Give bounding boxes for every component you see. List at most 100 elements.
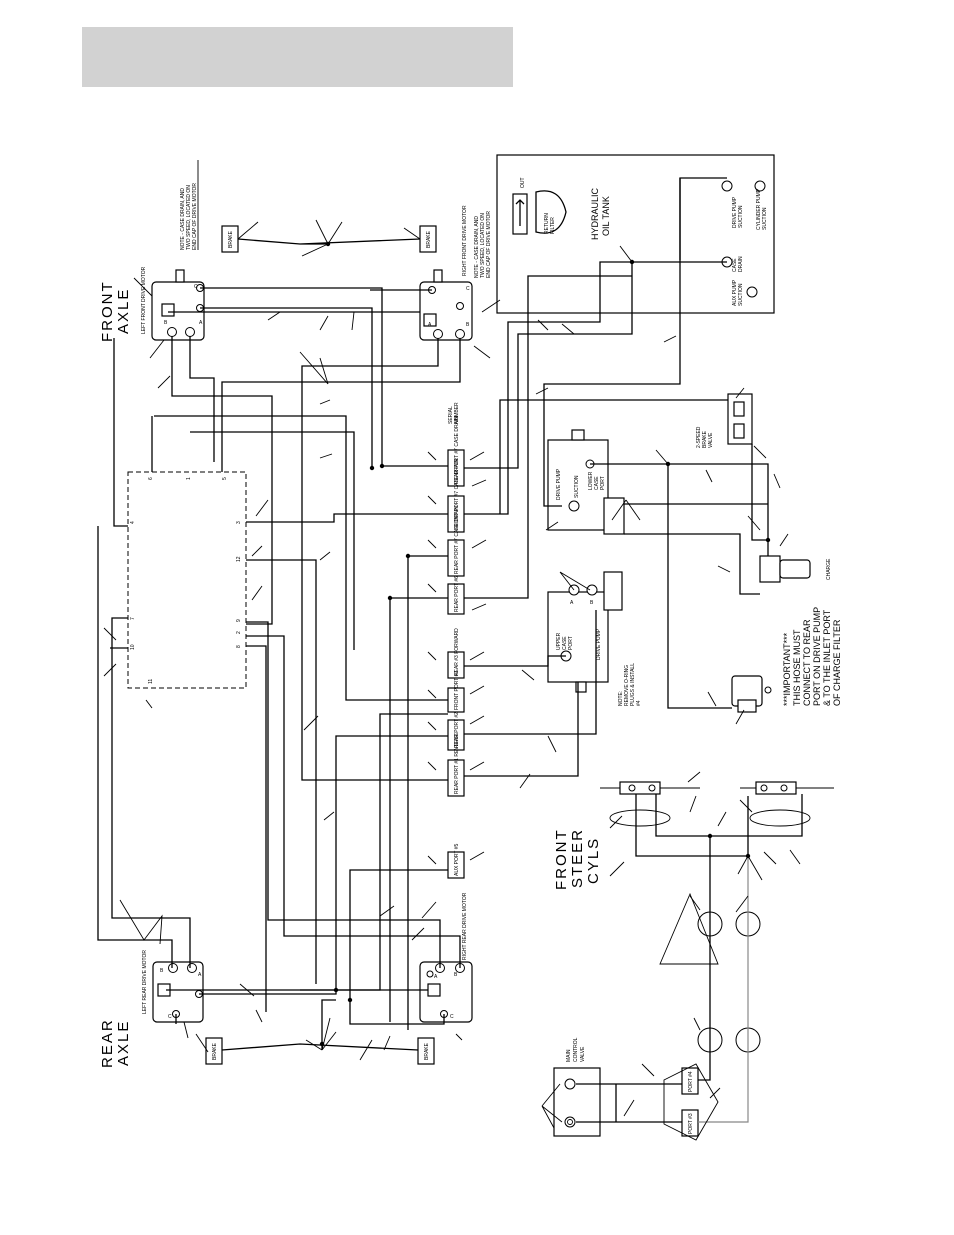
svg-text:SUCTION: SUCTION <box>738 283 744 306</box>
rear-axle-label-1: REAR <box>99 1018 116 1068</box>
svg-text:OIL TANK: OIL TANK <box>601 196 611 236</box>
svg-text:#4: #4 <box>636 700 642 706</box>
left-front-motor-label: LEFT FRONT DRIVE MOTOR <box>141 266 147 334</box>
port-block-4: REAR PORT #6 <box>447 576 465 615</box>
front-steer-label-3: CYLS <box>585 837 602 884</box>
right-rear-motor-label: RIGHT REAR DRIVE MOTOR <box>462 892 468 960</box>
svg-text:7: 7 <box>130 617 136 620</box>
serial-number-label: SERIAL NUMBER <box>448 402 460 424</box>
port-block-9: AUX PORT #5 <box>447 843 465 879</box>
port-block-7: REAR PORT #2 <box>447 712 465 751</box>
left-rear-drive-motor: B A C <box>152 961 204 1023</box>
oring-note: NOTE: REMOVE O-RING PLUGS & INSTALL #4 <box>618 663 642 706</box>
leader-lines <box>103 219 801 1129</box>
svg-text:3: 3 <box>236 521 242 524</box>
svg-text:C: C <box>194 284 198 290</box>
svg-text:4: 4 <box>130 521 136 524</box>
svg-text:CASE: CASE <box>594 476 600 490</box>
control-port-3: PORT #3 <box>681 1109 699 1137</box>
svg-text:A: A <box>428 322 432 328</box>
svg-text:B: B <box>164 320 168 326</box>
manifold-port-labels: 6 1 5 3 12 9 2 8 4 7 10 11 <box>130 477 242 684</box>
svg-text:OUT: OUT <box>520 177 526 188</box>
header-bar <box>82 27 513 87</box>
svg-text:END CAP OF DRIVE MOTOR: END CAP OF DRIVE MOTOR <box>192 183 198 250</box>
charge-filter: CHARGE <box>759 555 832 583</box>
hose-lines <box>97 177 803 1141</box>
front-steer-label-1: FRONT <box>553 828 570 890</box>
svg-text:6: 6 <box>148 477 154 480</box>
case-drain-note-front-left: NOTE - CASE DRAIN, AND TWO SPEED, LOCATE… <box>180 183 198 250</box>
svg-text:VALVE: VALVE <box>580 1046 586 1062</box>
brake-rear-right: BRAKE <box>417 1037 435 1065</box>
svg-text:PLUGS & INSTALL: PLUGS & INSTALL <box>630 663 636 706</box>
svg-text:***IMPORTANT***: ***IMPORTANT*** <box>782 632 792 706</box>
svg-text:HYDRAULIC: HYDRAULIC <box>590 187 600 240</box>
port-block-3: REAR PORT #7 CASE DRAIN <box>447 506 465 577</box>
svg-text:TWO SPEED, LOCATED ON: TWO SPEED, LOCATED ON <box>186 185 192 250</box>
port-block-5: REAR #3 FORWARD <box>447 628 465 679</box>
svg-text:DRAIN: DRAIN <box>738 256 744 272</box>
right-front-drive-motor: C A B <box>419 269 473 341</box>
svg-text:A: A <box>434 974 438 980</box>
svg-text:AUX PUMP: AUX PUMP <box>732 279 738 306</box>
drive-pump-lower: DRIVE PUMP SUCTION LOWER CASE PORT <box>547 429 625 535</box>
svg-text:SERIAL: SERIAL <box>448 406 454 424</box>
svg-text:CONNECT TO REAR: CONNECT TO REAR <box>802 619 812 706</box>
aux-pump-suction-port <box>746 286 758 298</box>
svg-text:REAR PORT #2: REAR PORT #2 <box>454 712 460 748</box>
left-front-drive-motor: C B A <box>151 269 205 341</box>
svg-text:REMOVE O-RING: REMOVE O-RING <box>624 665 630 706</box>
rear-axle-title: REAR AXLE <box>99 1018 132 1068</box>
return-filter <box>535 190 567 234</box>
main-control-valve: MAIN CONTROL VALVE <box>553 1037 601 1137</box>
svg-text:REAR PORT #7 CASE DRAIN: REAR PORT #7 CASE DRAIN <box>454 416 460 484</box>
right-front-motor-label: RIGHT FRONT DRIVE MOTOR <box>462 205 468 276</box>
svg-text:9: 9 <box>236 619 242 622</box>
svg-text:UPPER: UPPER <box>556 632 562 650</box>
tank-title: HYDRAULIC OIL TANK <box>590 187 611 240</box>
cylinder-pump-suction-port <box>754 180 766 192</box>
right-rear-drive-motor: B A C <box>419 961 473 1023</box>
svg-text:NOTE:: NOTE: <box>618 691 624 706</box>
svg-text:A: A <box>199 320 203 326</box>
svg-text:B: B <box>160 968 164 974</box>
svg-text:PORT #4: PORT #4 <box>688 1071 694 1092</box>
aux-pump-motor <box>731 675 772 713</box>
svg-text:LOWER: LOWER <box>588 471 594 490</box>
svg-text:REAR PORT #1 REVERSE: REAR PORT #1 REVERSE <box>454 732 460 794</box>
svg-text:CASE: CASE <box>562 636 568 650</box>
front-steer-label-2: STEER <box>569 828 586 888</box>
svg-text:PORT ON DRIVE PUMP: PORT ON DRIVE PUMP <box>812 607 822 706</box>
front-steer-cylinder-left <box>600 781 700 795</box>
svg-text:C: C <box>466 286 470 292</box>
svg-text:CONTROL: CONTROL <box>573 1037 579 1062</box>
svg-text:SUCTION: SUCTION <box>738 205 744 228</box>
svg-text:VALVE: VALVE <box>708 432 714 448</box>
svg-text:NOTE - CASE DRAIN, AND: NOTE - CASE DRAIN, AND <box>180 188 186 250</box>
svg-text:NUMBER: NUMBER <box>454 402 460 424</box>
front-steer-title: FRONT STEER CYLS <box>553 828 602 890</box>
tank-out-arrow-icon <box>515 199 525 226</box>
control-port-4: PORT #4 <box>681 1067 699 1095</box>
front-axle-label-1: FRONT <box>99 280 116 342</box>
svg-text:FRONT PORT #2: FRONT PORT #2 <box>454 671 460 710</box>
front-axle-title: FRONT AXLE <box>99 280 132 342</box>
svg-text:TWO SPEED, LOCATED ON: TWO SPEED, LOCATED ON <box>480 213 486 278</box>
brake-front-left: BRAKE <box>221 225 239 253</box>
svg-text:DRIVE PUMP: DRIVE PUMP <box>732 196 738 228</box>
svg-text:BRAKE: BRAKE <box>424 1042 430 1060</box>
svg-text:CHARGE: CHARGE <box>826 558 832 580</box>
svg-text:AUX PORT #5: AUX PORT #5 <box>454 843 460 876</box>
svg-text:SUCTION: SUCTION <box>762 207 768 230</box>
drive-pump-suction-port <box>721 180 733 192</box>
svg-text:BRAKE: BRAKE <box>228 230 234 248</box>
svg-text:10: 10 <box>130 644 136 650</box>
svg-text:B: B <box>454 972 458 978</box>
svg-text:REAR PORT #6: REAR PORT #6 <box>454 576 460 612</box>
svg-text:FRONT PORT #7 CASE DRAIN: FRONT PORT #7 CASE DRAIN <box>454 458 460 530</box>
svg-text:12: 12 <box>236 556 242 562</box>
front-axle-label-2: AXLE <box>115 288 132 334</box>
svg-text:CYLINDER PUMP: CYLINDER PUMP <box>756 188 762 230</box>
svg-text:PORT #3: PORT #3 <box>688 1113 694 1134</box>
